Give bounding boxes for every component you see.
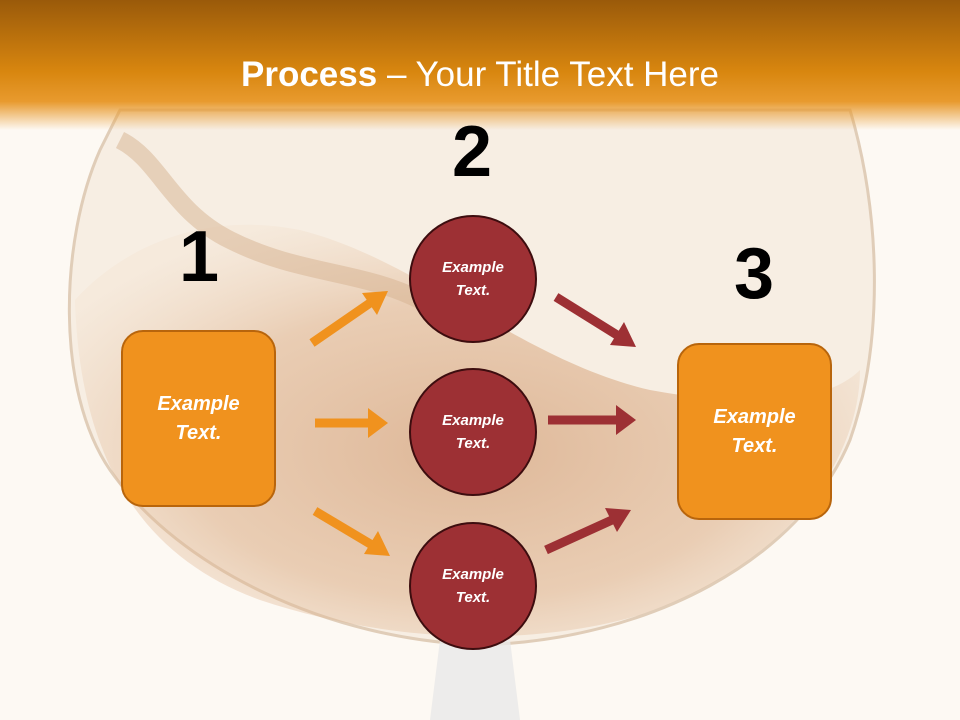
arrow-bottom-to-3 xyxy=(544,508,631,555)
slide-title: Process – Your Title Text Here xyxy=(0,52,960,98)
arrow-1-to-top xyxy=(309,291,388,347)
step-2-text-middle: Example Text. xyxy=(442,412,504,452)
step-2-circle-top: Example Text. xyxy=(409,215,537,343)
step-number-3: 3 xyxy=(733,234,775,314)
step-2-circle-middle: Example Text. xyxy=(409,368,537,496)
step-2-circle-bottom: Example Text. xyxy=(409,522,537,650)
step-3-box: Example Text. xyxy=(677,343,832,520)
step-2-text-bottom: Example Text. xyxy=(442,566,504,606)
arrow-1-to-middle xyxy=(315,408,388,438)
title-rest: – Your Title Text Here xyxy=(377,55,719,94)
step-2-text-top: Example Text. xyxy=(442,259,504,299)
step-3-text: Example Text. xyxy=(713,405,796,457)
step-number-1: 1 xyxy=(178,217,220,297)
title-bar xyxy=(0,0,960,130)
title-bold: Process xyxy=(241,55,378,94)
arrow-middle-to-3 xyxy=(548,405,636,435)
step-number-2: 2 xyxy=(451,112,493,192)
arrow-top-to-3 xyxy=(553,293,636,347)
arrow-1-to-bottom xyxy=(312,507,390,556)
step-1-box: Example Text. xyxy=(121,330,276,507)
step-1-text: Example Text. xyxy=(157,392,240,444)
